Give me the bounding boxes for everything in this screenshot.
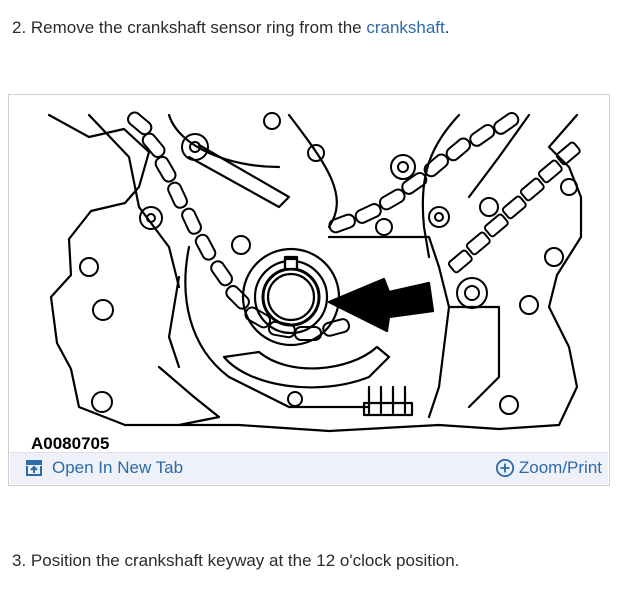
- crankshaft-diagram[interactable]: [29, 107, 589, 437]
- open-new-tab-icon: [26, 460, 42, 476]
- figure-code: A0080705: [31, 434, 110, 453]
- open-new-tab-label: Open In New Tab: [52, 458, 184, 477]
- open-new-tab-button[interactable]: Open In New Tab: [24, 458, 183, 478]
- zoom-plus-icon: [495, 458, 514, 478]
- zoom-print-label: Zoom/Print: [518, 458, 602, 477]
- figure-container: A0080705 Open In New Tab Zoom/Print: [8, 94, 610, 486]
- step-2-suffix: .: [444, 18, 450, 37]
- step-2-prefix: 2. Remove the crankshaft sensor ring fro…: [12, 18, 367, 37]
- zoom-print-button[interactable]: Zoom/Print: [495, 458, 602, 478]
- step-2-text: 2. Remove the crankshaft sensor ring fro…: [12, 18, 450, 38]
- crankshaft-link[interactable]: crankshaft: [366, 18, 445, 37]
- step-3-text: 3. Position the crankshaft keyway at the…: [12, 551, 460, 570]
- figure-toolbar: Open In New Tab Zoom/Print: [10, 452, 608, 484]
